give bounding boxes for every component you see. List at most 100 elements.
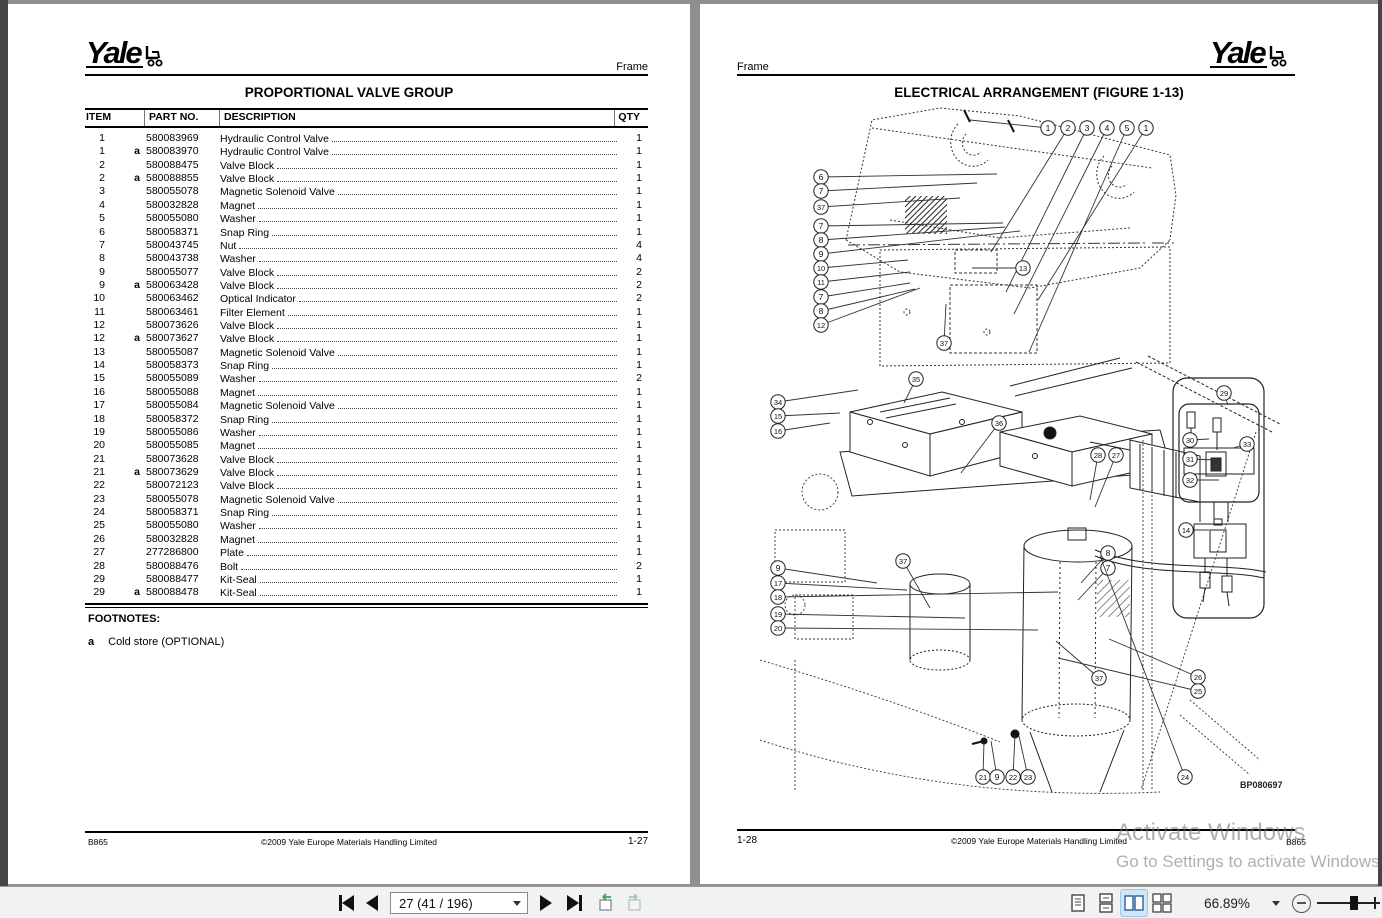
svg-text:37: 37: [1095, 674, 1103, 683]
col-header-part: PART NO.: [144, 110, 219, 126]
svg-text:27: 27: [1112, 451, 1120, 460]
footer-rule: [85, 831, 648, 833]
footnote-key: a: [88, 636, 95, 648]
callout-3: [1079, 120, 1095, 136]
svg-text:2: 2: [1066, 123, 1071, 133]
running-header: Frame: [616, 61, 648, 73]
callout-12: [813, 317, 829, 333]
zoom-dropdown-button[interactable]: [1268, 887, 1284, 918]
svg-text:29: 29: [1220, 389, 1228, 398]
top-bolts: [963, 109, 1015, 133]
callout-29: [1216, 385, 1232, 401]
svg-text:36: 36: [995, 419, 1003, 428]
svg-text:3: 3: [1085, 123, 1090, 133]
zoom-slider-handle[interactable]: [1350, 896, 1358, 910]
page-combobox-caret-icon: [513, 900, 521, 906]
document-page-right: Frame Yale ELECTRICAL ARRANGEMENT (FIGUR…: [700, 4, 1378, 884]
yale-logo: Yale: [86, 35, 166, 70]
zoom-level-display[interactable]: 66.89%: [1196, 887, 1258, 918]
callout-20: [770, 620, 786, 636]
svg-text:25: 25: [1194, 687, 1202, 696]
zoom-in-icon-vertical: [1374, 897, 1376, 909]
footnote-text: Cold store (OPTIONAL): [108, 636, 225, 648]
next-page-button[interactable]: [536, 887, 556, 918]
hatched-area-top: [905, 196, 947, 234]
next-view-button[interactable]: [622, 887, 648, 918]
chassis-dotted: [759, 431, 1261, 794]
callout-9: [989, 769, 1005, 785]
svg-text:15: 15: [774, 412, 782, 421]
page-number-combobox[interactable]: 27 (41 / 196): [390, 892, 528, 914]
svg-text:10: 10: [817, 264, 825, 273]
document-page-left: Yale Frame PROPORTIONAL VALVE GROUP ITEM…: [8, 4, 690, 884]
zoom-slider-track[interactable]: [1317, 902, 1369, 904]
previous-page-button[interactable]: [362, 887, 382, 918]
svg-text:7: 7: [819, 221, 824, 231]
zoom-dropdown-caret-icon: [1272, 900, 1280, 906]
callout-37: [1091, 670, 1107, 686]
callout-23: [1020, 769, 1036, 785]
footer-page-number: 1-27: [627, 836, 648, 847]
header-rule: [737, 74, 1295, 76]
callout-30: [1182, 432, 1198, 448]
inset-panel: [1172, 377, 1265, 619]
last-page-button[interactable]: [562, 887, 586, 918]
callout-1: [1040, 120, 1056, 136]
svg-text:21: 21: [979, 773, 987, 782]
callout-11: [813, 274, 829, 290]
viewer-left-edge: [0, 0, 8, 886]
single-page-view-button[interactable]: [1064, 887, 1092, 918]
table-bottom-rule: [85, 602, 648, 608]
callout-15: [770, 408, 786, 424]
page-number-value: 27 (41 / 196): [399, 895, 473, 911]
facing-pages-view-button[interactable]: [1120, 887, 1148, 918]
svg-text:26: 26: [1194, 673, 1202, 682]
callout-25: [1190, 683, 1206, 699]
col-header-desc: DESCRIPTION: [219, 110, 614, 126]
svg-text:19: 19: [774, 610, 782, 619]
footnotes-label: FOOTNOTES:: [88, 613, 161, 625]
svg-text:7: 7: [1106, 563, 1111, 573]
zoom-out-button[interactable]: [1289, 887, 1313, 918]
previous-view-button[interactable]: [592, 887, 618, 918]
svg-text:31: 31: [1186, 455, 1194, 464]
continuous-facing-view-button[interactable]: [1148, 887, 1176, 918]
footer-doc-code: B865: [1286, 837, 1306, 847]
callout-27: [1108, 447, 1124, 463]
electrical-arrangement-figure: 1234516737789101178121337341516353691718…: [759, 107, 1283, 794]
viewer-right-edge: [1378, 0, 1382, 886]
zoom-out-icon: [1291, 893, 1311, 913]
yale-logo-text: Yale: [86, 35, 143, 70]
svg-text:35: 35: [912, 375, 920, 384]
svg-text:32: 32: [1186, 476, 1194, 485]
first-page-button[interactable]: [334, 887, 358, 918]
page-title: PROPORTIONAL VALVE GROUP: [244, 85, 454, 100]
first-page-bar-icon: [338, 895, 342, 911]
col-header-item: ITEM: [86, 111, 112, 123]
svg-text:28: 28: [1094, 451, 1102, 460]
continuous-view-button[interactable]: [1092, 887, 1120, 918]
hatched-area-right: [1097, 580, 1130, 617]
first-page-arrow-icon: [341, 895, 354, 911]
next-view-icon: [628, 893, 641, 911]
svg-text:11: 11: [817, 278, 825, 287]
svg-text:8: 8: [1106, 548, 1111, 558]
